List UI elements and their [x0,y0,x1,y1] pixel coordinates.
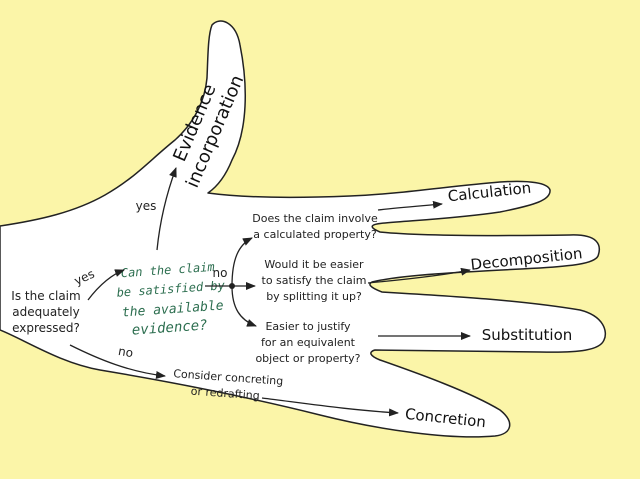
question-equivalent: Easier to justify for an equivalent obje… [255,320,360,365]
hand-outline [0,20,607,438]
arrow-to-calculation [377,200,443,211]
question-concreting: Consider concreting or redrafting [173,367,284,402]
central-question-line3: the available [121,298,224,320]
central-question-line1: Can the claim [120,260,215,281]
question-splitting-line2: to satisfy the claim [262,274,367,287]
arrow-start-to-concreting [69,344,166,379]
question-equivalent-line2: for an equivalent [261,336,356,349]
arrow-to-concretion [261,397,399,417]
start-question-line1: Is the claim [11,289,80,303]
start-question: Is the claim adequately expressed? [11,289,80,335]
start-question-line2: adequately [12,305,79,319]
arrow-start-to-central [87,269,125,301]
question-calculated: Does the claim involve a calculated prop… [252,212,378,241]
central-question-line4: evidence? [131,317,208,338]
branch-junction-dot [229,283,235,289]
question-concreting-line2: or redrafting [190,385,260,403]
arrow-central-to-thumb [156,167,177,251]
question-equivalent-line3: object or property? [255,352,360,365]
arrow-junction-to-equivalent [231,285,257,327]
label-no-to-fingers: no [213,266,228,280]
label-yes-to-thumb: yes [136,199,157,213]
question-equivalent-line1: Easier to justify [265,320,351,333]
question-calculated-line1: Does the claim involve [252,212,378,225]
arrow-junction-to-calculated [231,237,253,287]
arrows [69,167,471,417]
label-no-to-concreting: no [117,344,134,360]
question-splitting-line1: Would it be easier [264,258,364,271]
outcome-substitution: Substitution [482,326,573,344]
question-splitting: Would it be easier to satisfy the claim … [262,258,367,303]
start-question-line3: expressed? [12,321,80,335]
arrow-to-decomposition [367,267,471,284]
question-splitting-line3: by splitting it up? [266,290,362,303]
question-calculated-line2: a calculated property? [253,228,377,241]
